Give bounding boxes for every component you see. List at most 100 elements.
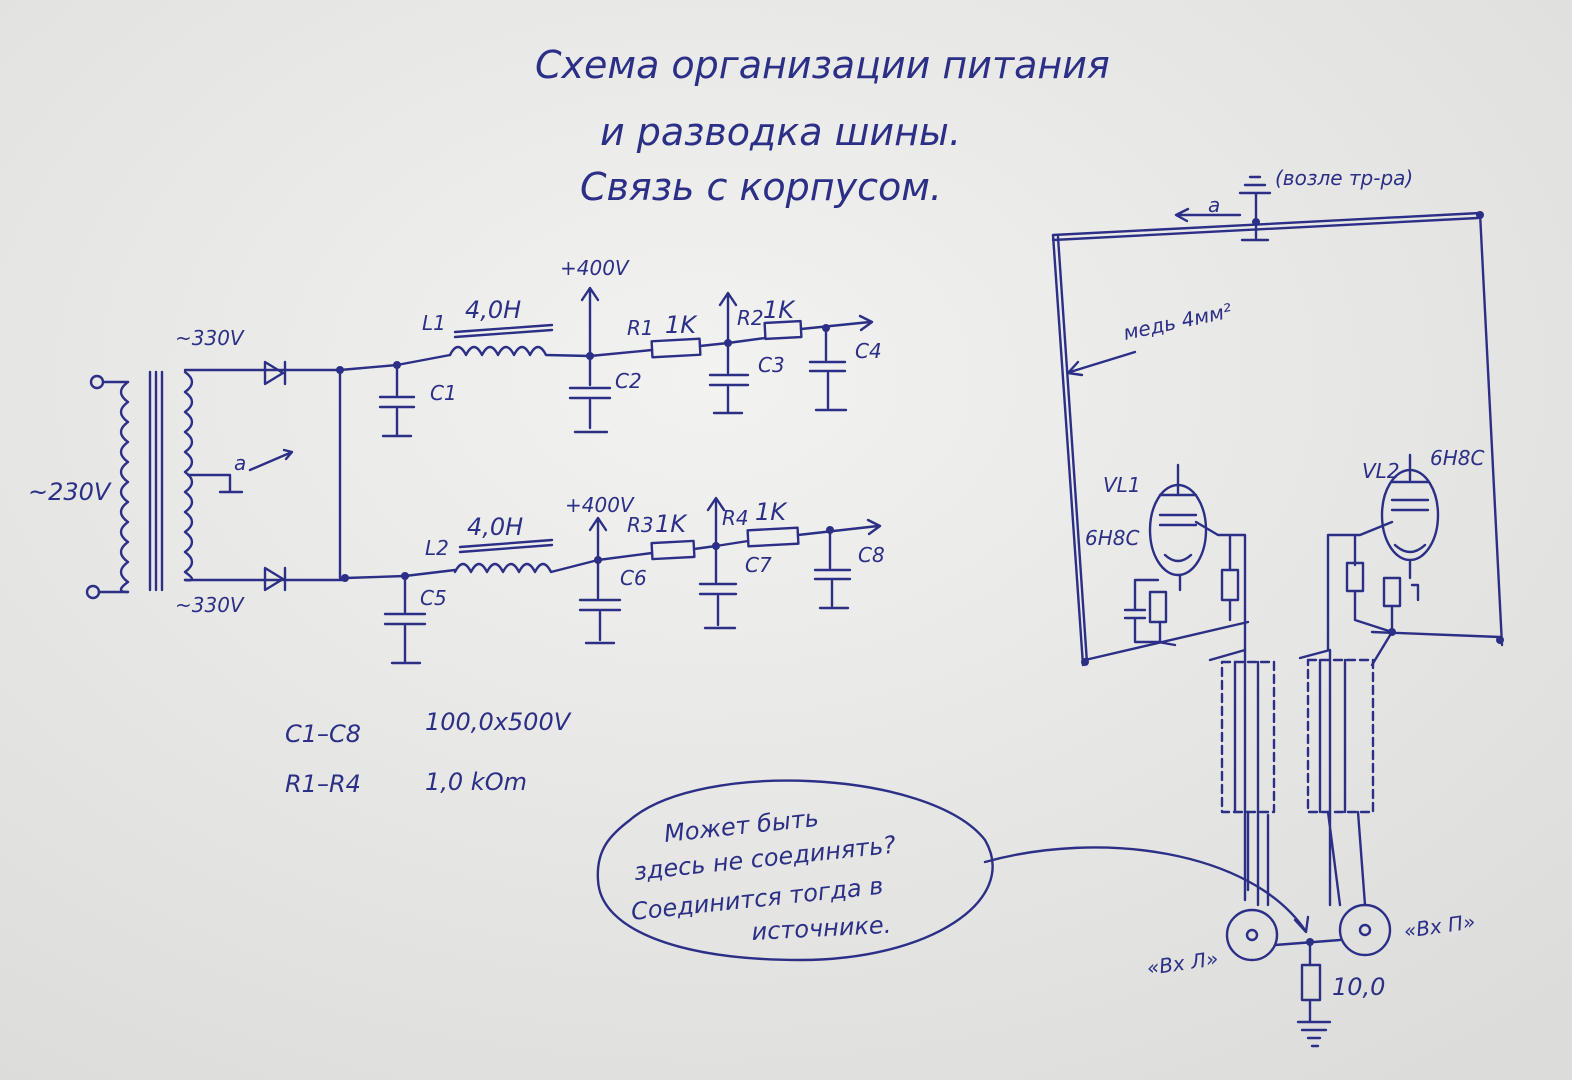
secondary-top-voltage: ~330V	[175, 326, 245, 350]
vl1-ref: VL1	[1103, 473, 1141, 497]
plus400-arrow-top	[580, 286, 600, 358]
note-pointer-arrow	[983, 846, 1310, 934]
node	[826, 526, 834, 534]
secondary-bottom-voltage: ~330V	[175, 593, 245, 617]
inductor-l1	[448, 345, 592, 358]
capacitor-c6: C6	[578, 556, 647, 645]
inductor-l2	[453, 558, 600, 574]
capacitor-c1: C1	[378, 363, 457, 438]
transformer-core	[148, 370, 164, 592]
ground-resistor-value: 10,0	[1332, 973, 1385, 1001]
capacitor-symbol	[568, 354, 612, 434]
primary-winding	[119, 380, 130, 594]
plus400-label-bottom: +400V	[565, 493, 635, 517]
c8-label: C8	[858, 543, 885, 567]
capacitor-c3: C3	[708, 341, 785, 415]
l2-label: L2	[425, 536, 449, 560]
chassis-ground-symbol	[1238, 175, 1272, 242]
r4-label: R4	[722, 506, 749, 530]
output-arrow-top	[799, 314, 874, 332]
capacitor-c5: C5	[383, 572, 447, 665]
c6-label: C6	[620, 566, 647, 590]
c1-label: C1	[430, 381, 457, 405]
parts-ref-caps: C1–C8	[285, 720, 361, 748]
capacitor-symbol	[378, 363, 416, 438]
tube-vl2: VL2 6Н8С	[1326, 446, 1484, 667]
l1-value: 4,0H	[465, 296, 521, 324]
vl2-type: 6Н8С	[1430, 446, 1484, 470]
r3-label: R3	[627, 513, 654, 537]
plus400-label-top: +400V	[560, 256, 630, 280]
title-line-2: и разводка шины.	[600, 110, 961, 154]
plus400-arrow-bottom	[588, 516, 608, 562]
shielded-cable-right	[1298, 648, 1375, 907]
ground-arrow	[1174, 207, 1242, 223]
node	[1081, 658, 1089, 666]
node	[1306, 938, 1314, 946]
r1-label: R1	[627, 316, 654, 340]
c4-label: C4	[855, 339, 882, 363]
node	[1388, 628, 1396, 636]
mains-voltage-label: ~230V	[28, 478, 112, 506]
parts-ref-resistors: R1–R4	[285, 770, 361, 798]
node	[1496, 636, 1504, 644]
capacitor-c2: C2	[568, 354, 642, 434]
center-tap-label: a	[234, 451, 246, 475]
c7-label: C7	[745, 553, 772, 577]
center-tap-arrow	[248, 448, 294, 472]
r2-value: 1K	[763, 296, 796, 324]
capacitor-symbol	[383, 574, 427, 665]
input-jack-left	[1225, 908, 1279, 962]
title-line-1: Схема организации питания	[535, 43, 1110, 87]
c5-label: C5	[420, 586, 447, 610]
c2-label: C2	[615, 369, 642, 393]
capacitor-symbol	[808, 326, 848, 412]
wire	[588, 348, 654, 358]
cable-conductors	[1298, 648, 1367, 907]
node	[586, 352, 594, 360]
node	[1476, 211, 1484, 219]
inductor-l1-core	[453, 323, 554, 339]
r3-value: 1K	[655, 510, 688, 538]
diode-top	[263, 360, 287, 386]
tube-vl1: VL1 6Н8С	[1085, 463, 1247, 652]
ground-note: (возле тр-ра)	[1275, 166, 1413, 190]
l2-value: 4,0H	[467, 513, 523, 541]
capacitor-symbol	[708, 341, 750, 415]
inductor-l2-core	[458, 538, 554, 554]
secondary-winding	[183, 370, 194, 582]
input-jack-right	[1338, 903, 1392, 957]
r4-value: 1K	[755, 498, 788, 526]
bus-note-arrow	[1066, 350, 1137, 377]
tube-electrodes	[1158, 463, 1247, 652]
parts-value-resistors: 1,0 kOm	[425, 768, 527, 796]
cable-shield	[1306, 658, 1375, 814]
transformer: a ~230V ~330V ~330V	[28, 326, 294, 617]
c3-label: C3	[758, 353, 785, 377]
output-arrow-bottom	[796, 518, 882, 537]
node	[1252, 218, 1260, 226]
node	[594, 556, 602, 564]
input-jack-left-pin	[1245, 928, 1259, 942]
capacitor-c7: C7	[698, 542, 772, 630]
node	[724, 339, 732, 347]
center-tap-ground	[186, 473, 244, 494]
capacitor-c8: C8	[813, 526, 885, 610]
ground-resistor	[1300, 963, 1322, 1002]
cathode-wiring	[1353, 583, 1420, 667]
vl2-ref: VL2	[1362, 459, 1400, 483]
parts-list: C1–C8 100,0x500V R1–R4 1,0 kOm	[285, 708, 572, 798]
capacitor-symbol	[813, 528, 852, 610]
node	[401, 572, 409, 580]
node	[822, 324, 830, 332]
node	[393, 361, 401, 369]
shielded-cable-left	[1208, 648, 1276, 907]
wire	[596, 551, 654, 562]
cathode-bypass-cap	[1123, 578, 1232, 647]
title-line-3: Связь с корпусом.	[580, 165, 942, 209]
capacitor-symbol	[698, 544, 738, 630]
parts-value-caps: 100,0x500V	[425, 708, 572, 736]
capacitor-symbol	[578, 558, 622, 645]
